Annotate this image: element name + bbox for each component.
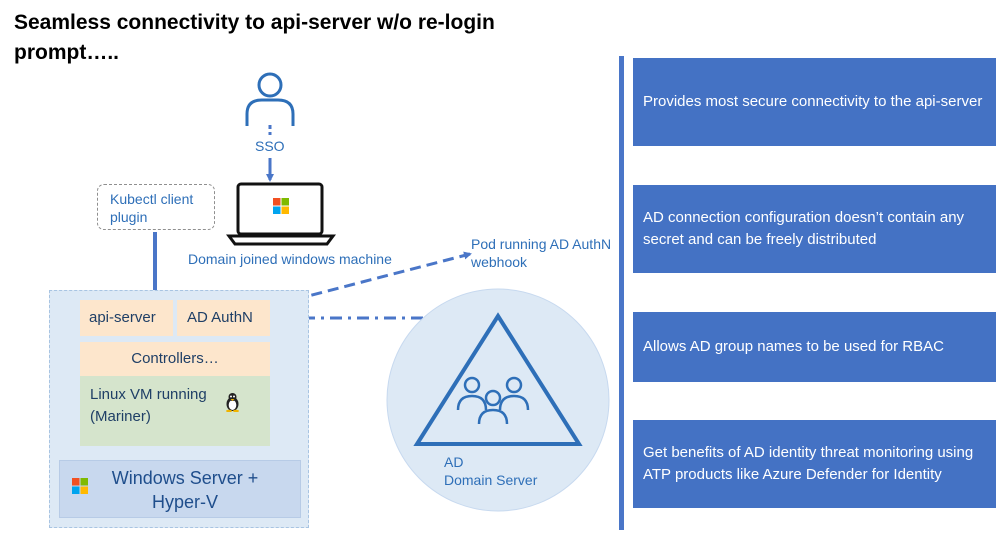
ad-label: AD bbox=[444, 454, 464, 470]
api-server-label: api-server bbox=[89, 309, 156, 326]
kubectl-plugin-box bbox=[97, 184, 215, 230]
benefit-text: Provides most secure connectivity to the… bbox=[643, 93, 983, 110]
kubectl-plugin-label: Kubectl client plugin bbox=[110, 191, 194, 225]
windows-logo-icon bbox=[72, 478, 88, 494]
vertical-divider bbox=[619, 56, 624, 530]
ad-authn-label: AD AuthN bbox=[187, 309, 253, 326]
sso-label: SSO bbox=[255, 138, 285, 154]
benefit-text: Get benefits of AD identity threat monit… bbox=[643, 444, 974, 483]
laptop-icon bbox=[226, 182, 336, 246]
ad-group-icon bbox=[456, 376, 530, 425]
domain-server-label: Domain Server bbox=[444, 472, 538, 488]
page-title: Seamless connectivity to api-server w/o … bbox=[14, 11, 495, 64]
linux-penguin-icon bbox=[226, 393, 239, 412]
user-icon bbox=[245, 72, 295, 126]
benefit-card-no-secret: AD connection configuration doesn’t cont… bbox=[633, 185, 996, 273]
windows-server-label: Windows Server + Hyper-V bbox=[111, 468, 259, 512]
windows-logo-icon bbox=[273, 198, 289, 214]
domain-machine-label: Domain joined windows machine bbox=[188, 251, 392, 267]
benefit-text: Allows AD group names to be used for RBA… bbox=[643, 338, 944, 355]
controllers-box bbox=[80, 342, 270, 376]
api-server-box bbox=[80, 300, 173, 336]
benefit-card-secure: Provides most secure connectivity to the… bbox=[633, 58, 996, 146]
ad-domain-server-graphic bbox=[386, 288, 610, 512]
benefit-card-threat-monitoring: Get benefits of AD identity threat monit… bbox=[633, 420, 996, 508]
pod-webhook-label: Pod running AD AuthN webhook bbox=[471, 236, 612, 270]
linux-vm-label: Linux VM running (Mariner) bbox=[90, 386, 207, 425]
controllers-label: Controllers… bbox=[131, 350, 219, 367]
benefit-card-rbac: Allows AD group names to be used for RBA… bbox=[633, 312, 996, 382]
windows-server-box bbox=[59, 460, 301, 518]
benefit-text: AD connection configuration doesn’t cont… bbox=[643, 209, 965, 248]
ad-authn-box bbox=[177, 300, 270, 336]
